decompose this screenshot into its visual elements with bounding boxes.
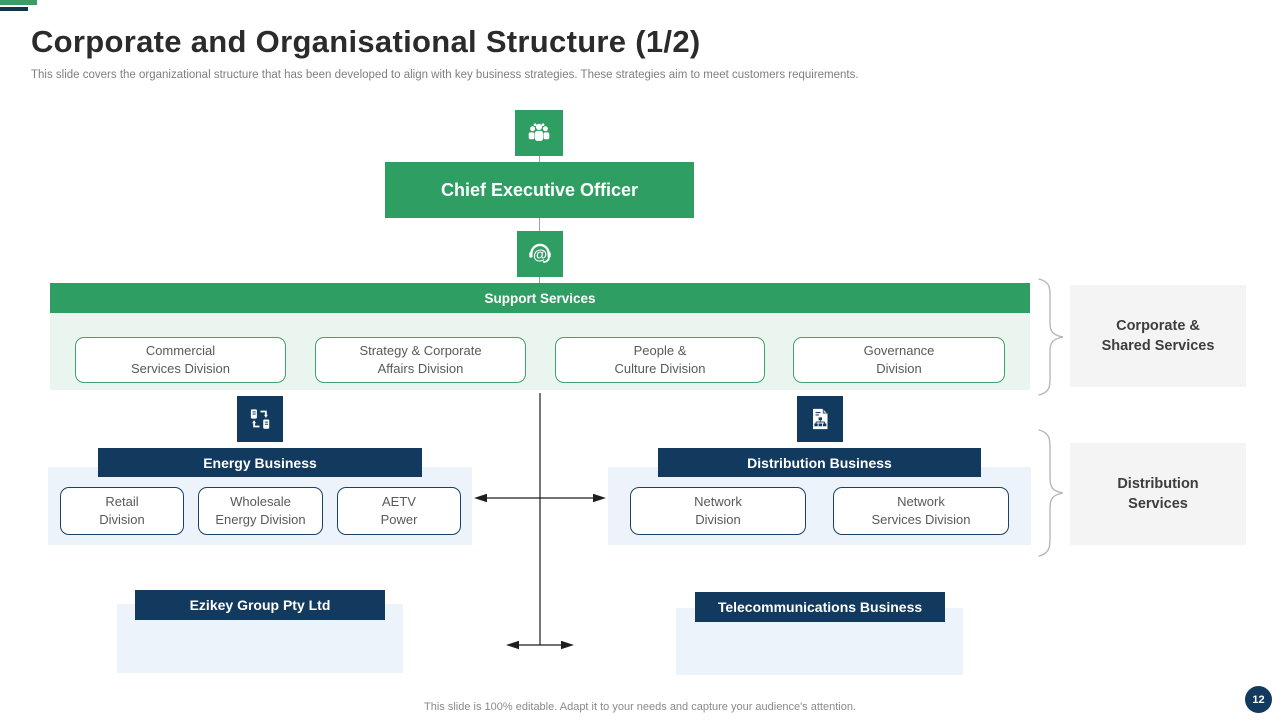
division-box-network: Network Division — [630, 487, 806, 535]
page-subtitle: This slide covers the organizational str… — [31, 69, 859, 81]
division-box-network-services: Network Services Division — [833, 487, 1009, 535]
distribution-business-header: Distribution Business — [658, 448, 981, 477]
ceo-box: Chief Executive Officer — [385, 162, 694, 218]
telecommunications-business-header: Telecommunications Business — [695, 592, 945, 622]
side-label-distribution-services: Distribution Services — [1070, 443, 1246, 545]
people-group-icon — [515, 110, 563, 156]
division-box-aetv-power: AETV Power — [337, 487, 461, 535]
division-box-commercial-services: Commercial Services Division — [75, 337, 286, 383]
side-label-corporate-shared-services: Corporate & Shared Services — [1070, 285, 1246, 387]
corner-accent-green — [0, 0, 37, 5]
headset-at-icon: @ — [517, 231, 563, 277]
division-box-wholesale-energy: Wholesale Energy Division — [198, 487, 323, 535]
page-title: Corporate and Organisational Structure (… — [31, 24, 701, 59]
page-number-badge: 12 — [1245, 686, 1272, 713]
support-services-header: Support Services — [50, 283, 1030, 313]
brace-corporate-shared — [1038, 278, 1064, 396]
division-box-governance: Governance Division — [793, 337, 1005, 383]
corner-accent-navy — [0, 7, 28, 11]
ezikey-group-header: Ezikey Group Pty Ltd — [135, 590, 385, 620]
division-box-strategy-corporate-affairs: Strategy & Corporate Affairs Division — [315, 337, 526, 383]
brace-distribution-services — [1038, 429, 1064, 557]
exchange-icon — [237, 396, 283, 442]
org-document-icon — [797, 396, 843, 442]
division-box-people-culture: People & Culture Division — [555, 337, 765, 383]
division-box-retail: Retail Division — [60, 487, 184, 535]
footer-note: This slide is 100% editable. Adapt it to… — [424, 701, 856, 713]
energy-business-header: Energy Business — [98, 448, 422, 477]
svg-text:@: @ — [533, 248, 547, 264]
